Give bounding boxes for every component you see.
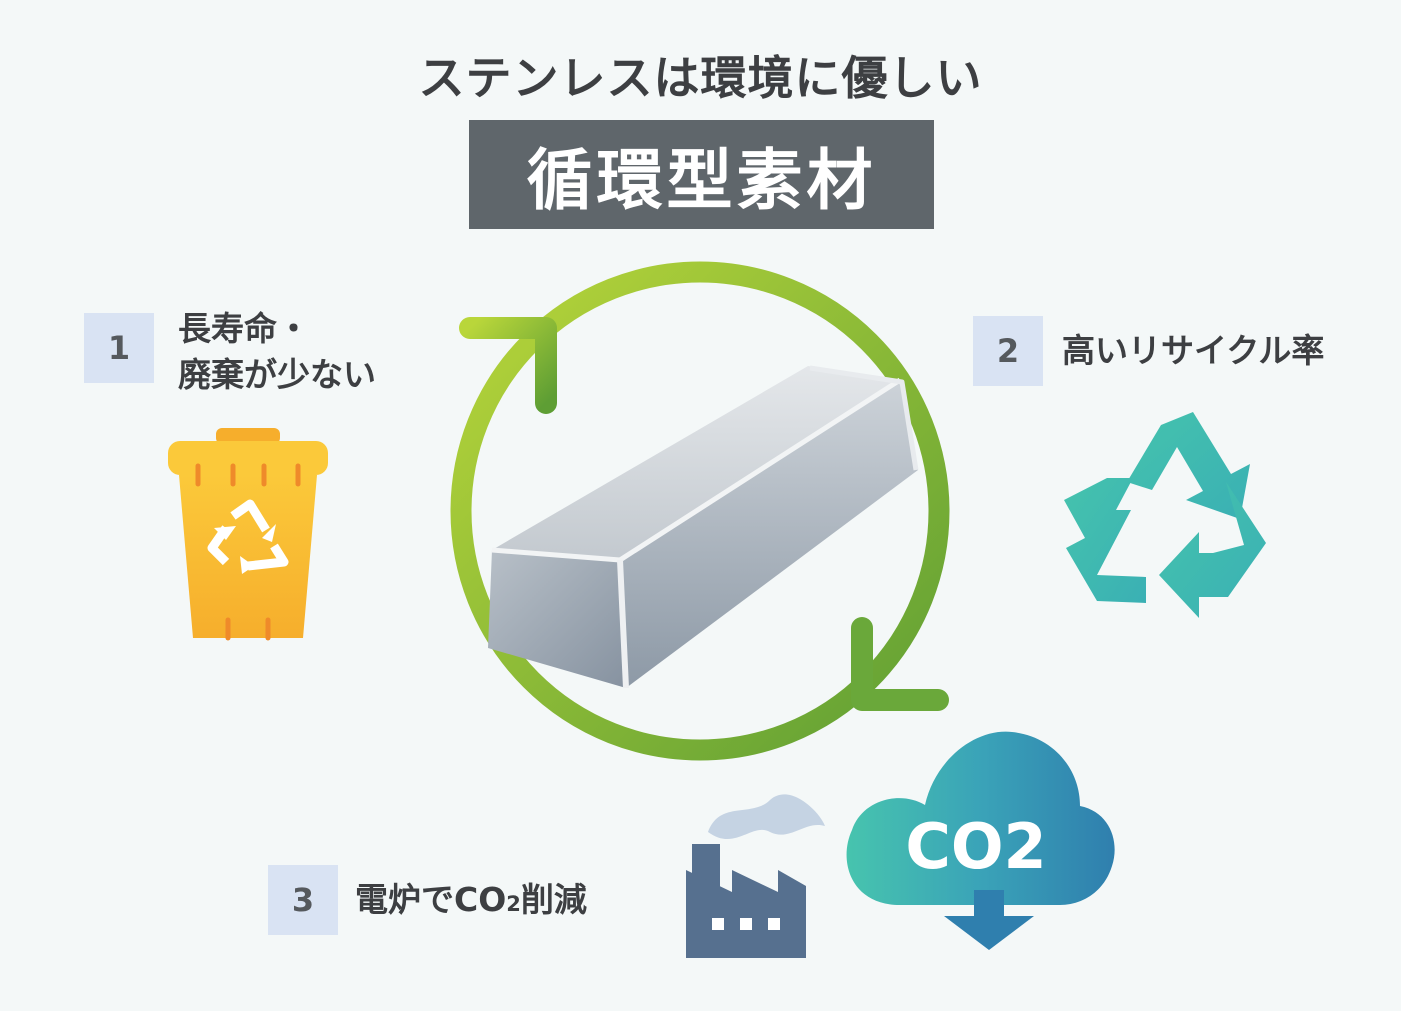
- point-1-number: 1: [84, 313, 154, 383]
- point-2-label: 高いリサイクル率: [1062, 331, 1325, 370]
- point-3-number: 3: [268, 865, 338, 935]
- point-3-text: 電炉でCO: [355, 880, 507, 919]
- cycle-arrows-icon: [450, 261, 950, 761]
- point-2-number: 2: [973, 316, 1043, 386]
- point-1-label: 長寿命・ 廃棄が少ない: [178, 306, 376, 398]
- steel-ingot-icon: [488, 365, 919, 689]
- factory-icon: [686, 794, 825, 958]
- co2-cloud-label: CO2: [905, 810, 1046, 883]
- co2-cloud-icon: CO2: [846, 731, 1115, 950]
- page-subtitle: ステンレスは環境に優しい: [418, 51, 983, 105]
- point-3-text-end: 削減: [520, 880, 587, 919]
- page-title-text: 循環型素材: [526, 141, 877, 219]
- point-1-line1: 長寿命・: [178, 309, 310, 348]
- point-3-label: 電炉でCO2削減: [355, 877, 587, 927]
- page-title: 循環型素材: [469, 120, 934, 229]
- point-1-line2: 廃棄が少ない: [178, 355, 376, 394]
- point-3-subscript: 2: [506, 892, 521, 916]
- recycle-icon: [1064, 412, 1266, 618]
- recycle-bin-icon: [168, 428, 328, 641]
